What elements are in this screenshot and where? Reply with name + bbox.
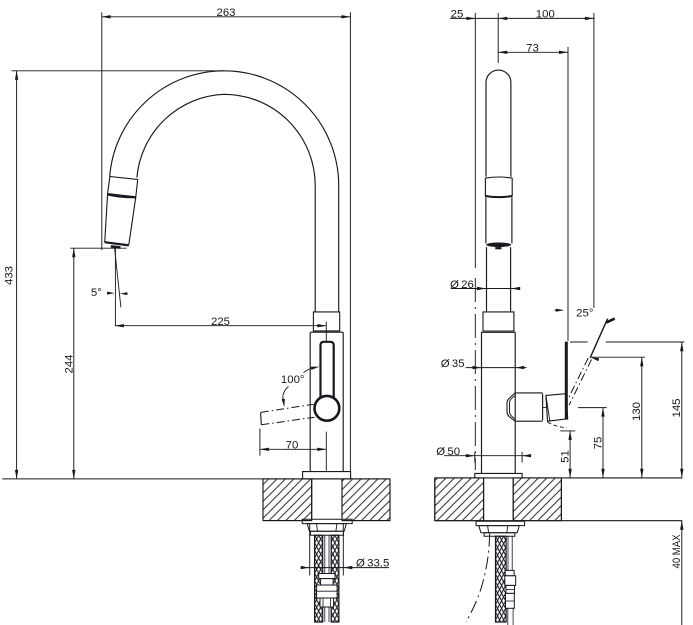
svg-text:145: 145 — [671, 398, 683, 417]
svg-text:25: 25 — [451, 8, 464, 20]
svg-text:75: 75 — [592, 437, 604, 450]
svg-text:100°: 100° — [281, 374, 305, 386]
svg-text:70: 70 — [286, 440, 299, 452]
svg-text:263: 263 — [216, 7, 235, 19]
svg-text:130: 130 — [631, 402, 643, 421]
svg-text:Ø 35: Ø 35 — [441, 358, 465, 370]
svg-text:Ø 26: Ø 26 — [450, 279, 474, 291]
svg-text:Ø 50: Ø 50 — [436, 446, 460, 458]
svg-text:244: 244 — [63, 354, 75, 373]
svg-text:73: 73 — [526, 43, 539, 55]
svg-text:225: 225 — [211, 316, 230, 328]
svg-text:40 MAX: 40 MAX — [671, 534, 683, 568]
svg-text:51: 51 — [559, 450, 571, 463]
svg-text:Ø 33.5: Ø 33.5 — [356, 558, 389, 570]
svg-text:5°: 5° — [91, 287, 102, 299]
svg-text:100: 100 — [536, 8, 555, 20]
svg-text:433: 433 — [4, 266, 16, 285]
svg-text:25°: 25° — [576, 307, 593, 319]
